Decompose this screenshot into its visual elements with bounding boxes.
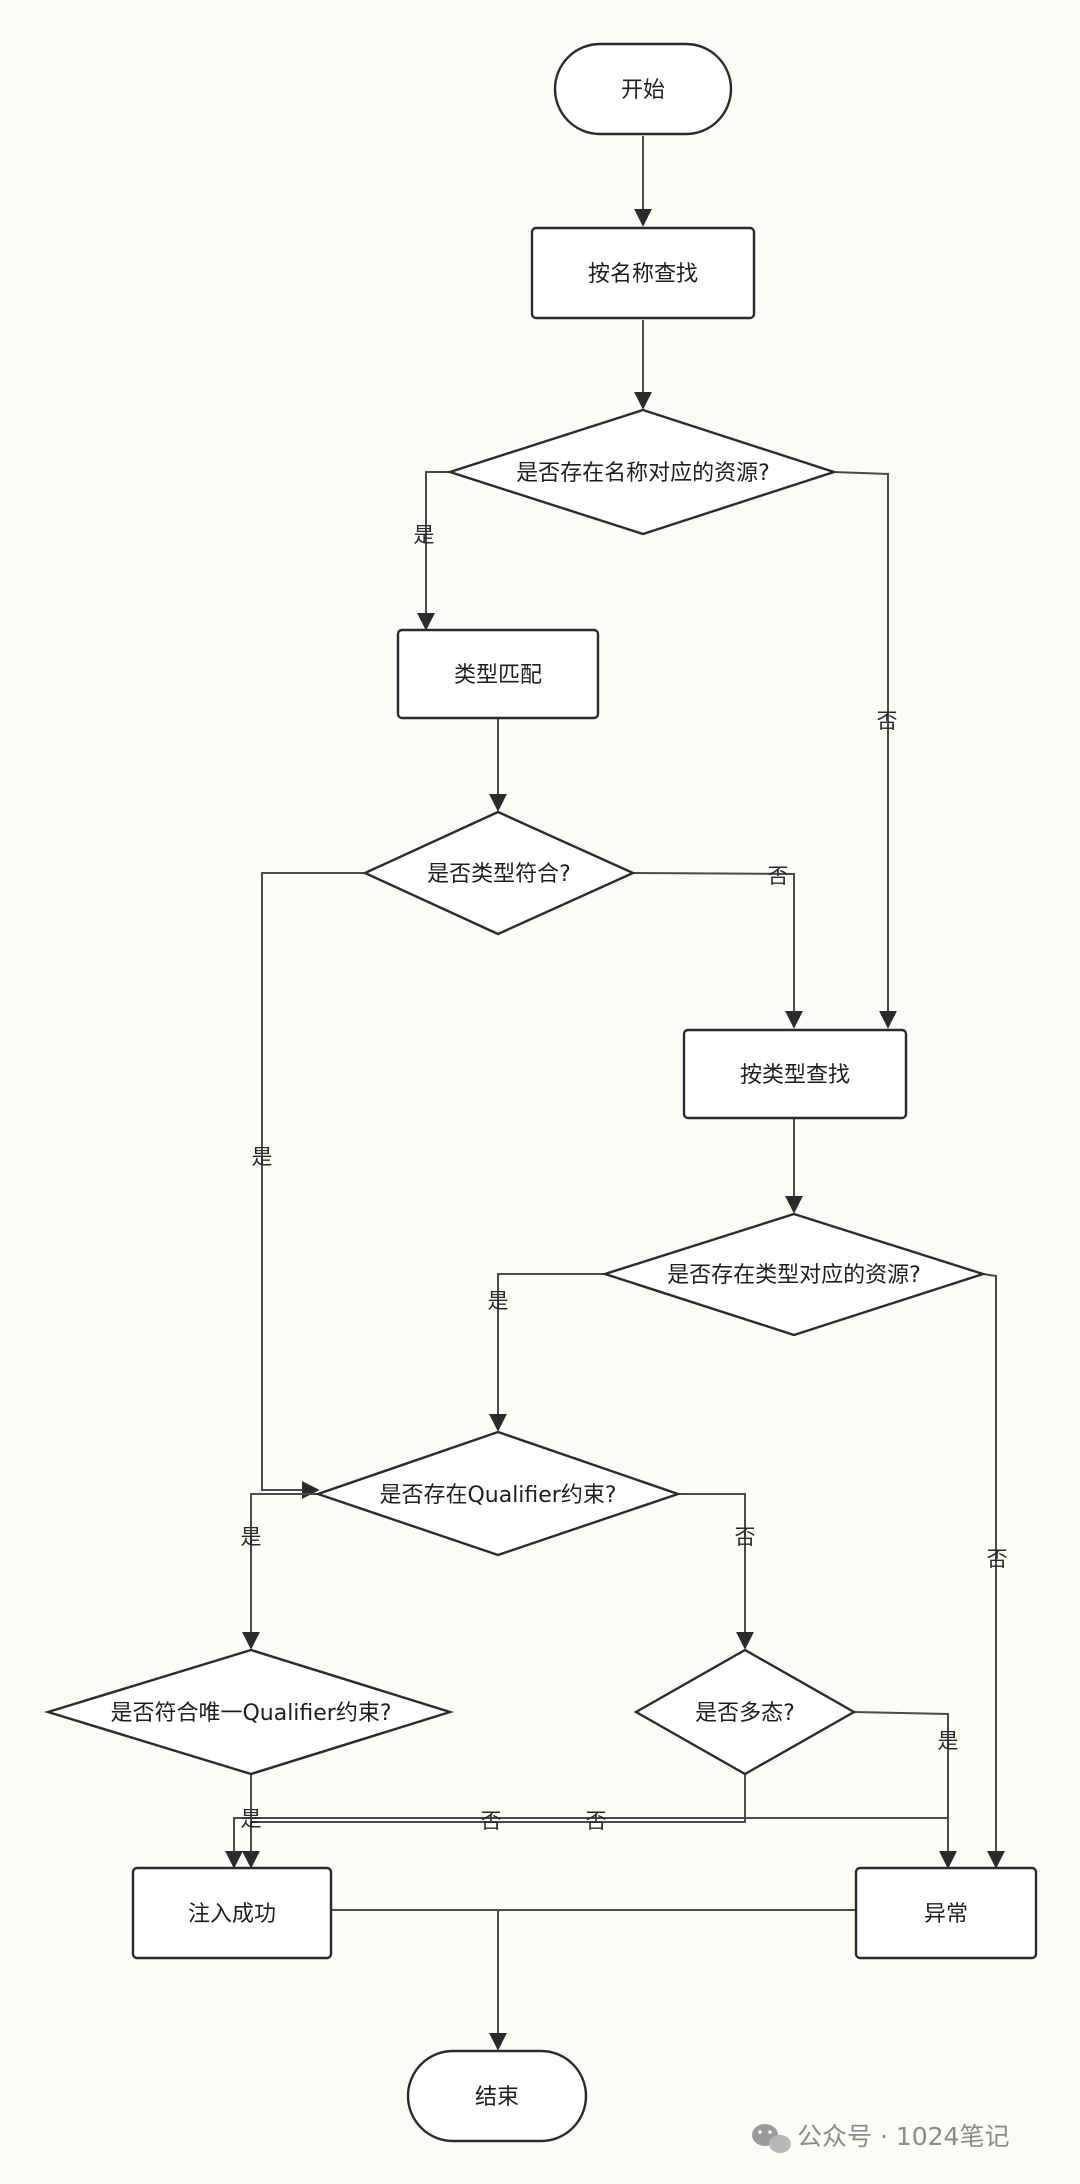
edge-q-type-res-no [982, 1273, 1005, 1869]
find-by-name-process-shape [530, 226, 756, 320]
find-by-type-label: 按类型查找 [740, 1063, 850, 1088]
edge-labels: 是 否 否 是 是 否 是 否 是 否 否 是 [241, 523, 1008, 1833]
watermark: 公众号 · 1024笔记 [752, 2122, 1009, 2153]
exception-process-shape [854, 1866, 1038, 1960]
label-type-res-yes: 是 [488, 1289, 509, 1313]
end-terminal-shape [406, 2049, 588, 2143]
edge-q-name-yes [417, 471, 450, 631]
node-q-qualifier: 是否存在Qualifier约束? [314, 1430, 682, 1557]
start-terminal-shape [553, 42, 733, 136]
q-name-resource-label: 是否存在名称对应的资源? [516, 461, 770, 486]
node-type-match: 类型匹配 [396, 628, 600, 720]
node-q-type-ok: 是否类型符合? [362, 810, 636, 936]
q-name-resource-decision-shape [446, 408, 838, 536]
label-unique-yes: 是 [241, 1807, 262, 1831]
label-qualifier-yes: 是 [241, 1525, 262, 1549]
node-q-polymorphic: 是否多态? [633, 1648, 857, 1776]
q-qualifier-label: 是否存在Qualifier约束? [379, 1483, 616, 1508]
inject-success-label: 注入成功 [188, 1902, 276, 1927]
q-polymorphic-decision-shape [633, 1648, 857, 1776]
label-type-res-no: 否 [987, 1547, 1008, 1571]
exception-label: 异常 [924, 1902, 968, 1927]
inject-success-process-shape [131, 1866, 333, 1960]
q-unique-qualifier-label: 是否符合唯一Qualifier约束? [110, 1701, 391, 1726]
q-type-ok-label: 是否类型符合? [427, 862, 571, 887]
edge-q-unique-yes [225, 1775, 252, 1869]
q-type-ok-decision-shape [362, 810, 636, 936]
label-unique-no: 否 [481, 1809, 502, 1833]
q-qualifier-decision-shape [314, 1430, 682, 1557]
node-end: 结束 [406, 2049, 588, 2143]
node-start: 开始 [553, 42, 733, 136]
label-poly-yes: 是 [938, 1729, 959, 1753]
node-exception: 异常 [854, 1866, 1038, 1960]
edge-q-poly-no [242, 1775, 746, 1869]
edge-q-name-no [833, 471, 897, 1029]
edge-q-type-no [632, 872, 803, 1029]
find-by-name-label: 按名称查找 [588, 262, 698, 287]
q-type-resource-decision-shape [601, 1212, 987, 1337]
edges [225, 136, 1005, 2051]
edge-q-poly-yes [853, 1711, 957, 1869]
wechat-icon [752, 2124, 791, 2153]
label-type-ok-no: 否 [768, 864, 789, 888]
edge-q-qualifier-no [678, 1493, 754, 1650]
watermark-text: 公众号 · 1024笔记 [797, 2122, 1009, 2151]
edge-q-qualifier-yes [242, 1493, 318, 1650]
node-inject-success: 注入成功 [131, 1866, 333, 1960]
edge-q-type-res-yes [489, 1273, 605, 1432]
label-type-ok-yes: 是 [252, 1145, 273, 1169]
node-q-unique-qualifier: 是否符合唯一Qualifier约束? [43, 1648, 455, 1776]
node-q-name-resource: 是否存在名称对应的资源? [446, 408, 838, 536]
node-find-by-type: 按类型查找 [682, 1028, 908, 1120]
node-q-type-resource: 是否存在类型对应的资源? [601, 1212, 987, 1337]
q-type-resource-label: 是否存在类型对应的资源? [667, 1263, 921, 1288]
label-name-no: 否 [877, 709, 898, 733]
find-by-type-process-shape [682, 1028, 908, 1120]
label-poly-no: 否 [586, 1809, 607, 1833]
q-polymorphic-label: 是否多态? [695, 1701, 795, 1726]
type-match-label: 类型匹配 [454, 663, 542, 688]
edge-q-type-yes [261, 872, 365, 1499]
label-name-yes: 是 [414, 523, 435, 547]
label-qualifier-no: 否 [735, 1525, 756, 1549]
end-label: 结束 [475, 2085, 519, 2110]
type-match-process-shape [396, 628, 600, 720]
q-unique-qualifier-decision-shape [43, 1648, 455, 1776]
start-label: 开始 [621, 78, 665, 103]
node-find-by-name: 按名称查找 [530, 226, 756, 320]
